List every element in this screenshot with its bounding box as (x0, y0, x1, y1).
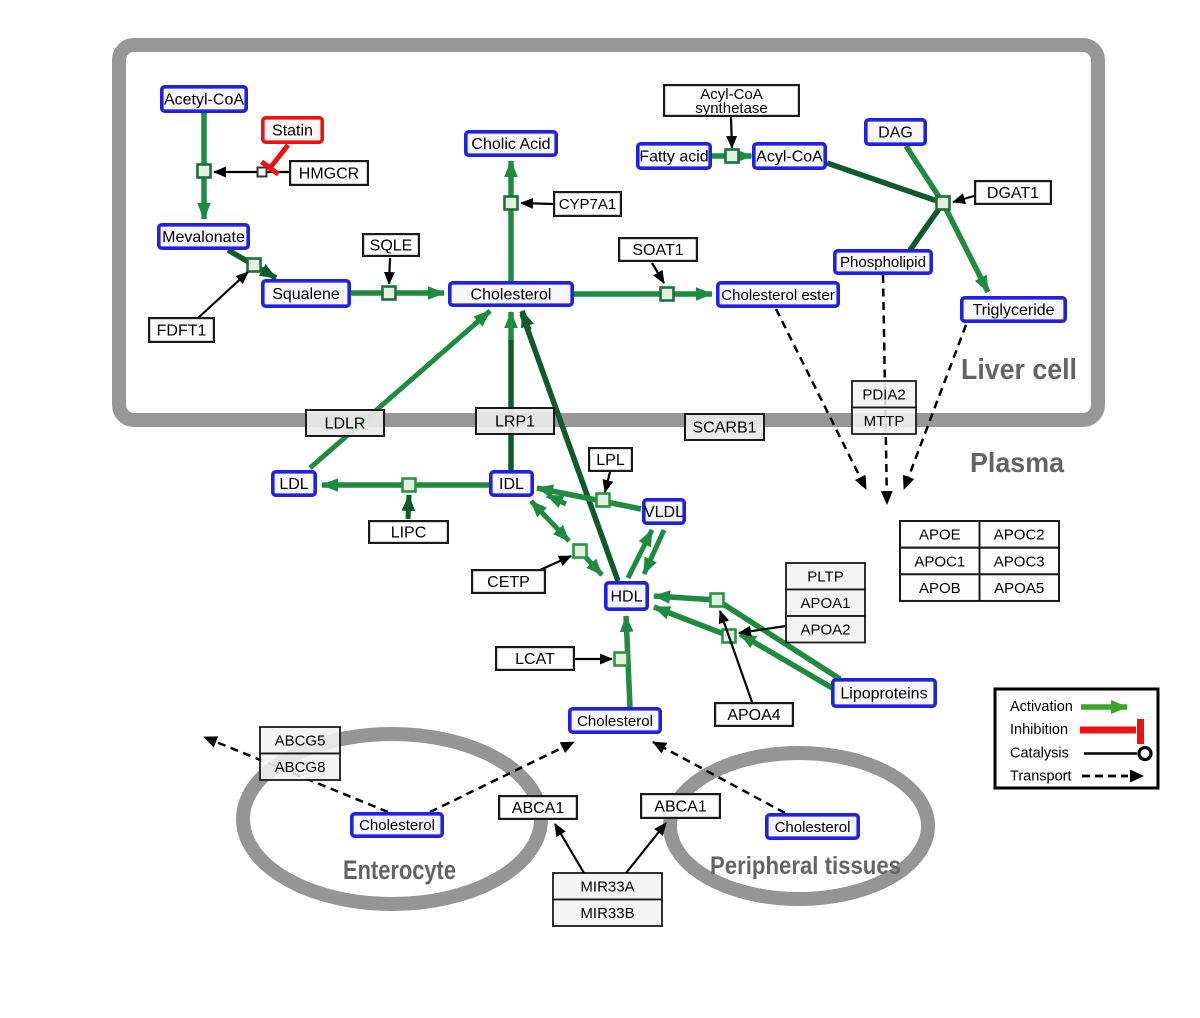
svg-text:PDIA2: PDIA2 (862, 387, 905, 404)
svg-text:Lipoproteins: Lipoproteins (840, 686, 927, 703)
svg-text:ABCG8: ABCG8 (275, 759, 326, 776)
svg-text:Activation: Activation (1010, 699, 1073, 715)
svg-text:DAG: DAG (878, 125, 913, 142)
svg-text:APOA2: APOA2 (800, 622, 850, 639)
svg-text:Peripheral tissues: Peripheral tissues (710, 852, 901, 880)
svg-text:APOC1: APOC1 (914, 553, 965, 570)
svg-text:Mevalonate: Mevalonate (162, 229, 245, 246)
svg-text:Fatty acid: Fatty acid (639, 149, 708, 166)
svg-text:APOE: APOE (919, 527, 961, 544)
svg-text:SOAT1: SOAT1 (632, 242, 683, 259)
svg-text:Plasma: Plasma (970, 447, 1065, 478)
svg-text:LIPC: LIPC (391, 525, 427, 542)
svg-text:Cholesterol ester: Cholesterol ester (721, 287, 834, 304)
svg-text:LDL: LDL (279, 476, 308, 493)
svg-text:CETP: CETP (487, 574, 530, 591)
svg-text:HMGCR: HMGCR (299, 166, 359, 183)
svg-text:synthetase: synthetase (695, 100, 768, 117)
svg-text:Acyl-CoA: Acyl-CoA (700, 86, 763, 103)
svg-text:FDFT1: FDFT1 (157, 323, 207, 340)
svg-text:SQLE: SQLE (370, 238, 413, 255)
svg-text:APOA1: APOA1 (800, 595, 850, 612)
svg-text:LDLR: LDLR (325, 416, 366, 433)
svg-text:HDL: HDL (610, 589, 642, 606)
svg-text:Acetyl-CoA: Acetyl-CoA (164, 92, 244, 109)
svg-text:PLTP: PLTP (807, 569, 843, 586)
svg-text:Transport: Transport (1010, 769, 1072, 785)
svg-text:LRP1: LRP1 (495, 414, 535, 431)
svg-text:VLDL: VLDL (644, 504, 684, 521)
svg-text:Cholesterol: Cholesterol (775, 819, 851, 836)
svg-text:LCAT: LCAT (515, 651, 555, 668)
svg-text:ABCA1: ABCA1 (654, 799, 707, 816)
svg-text:IDL: IDL (499, 476, 524, 493)
svg-text:LPL: LPL (596, 452, 625, 469)
svg-text:ABCA1: ABCA1 (512, 800, 565, 817)
svg-text:APOA5: APOA5 (994, 580, 1044, 597)
svg-text:Statin: Statin (272, 123, 313, 140)
svg-text:APOA4: APOA4 (727, 707, 780, 724)
svg-text:Cholesterol: Cholesterol (359, 817, 435, 834)
svg-text:ABCG5: ABCG5 (275, 733, 326, 750)
svg-text:Cholesterol: Cholesterol (471, 287, 552, 304)
svg-text:DGAT1: DGAT1 (987, 185, 1039, 202)
svg-text:Phospholipid: Phospholipid (840, 254, 926, 271)
svg-text:Cholic Acid: Cholic Acid (471, 136, 550, 153)
svg-text:APOC2: APOC2 (994, 527, 1045, 544)
svg-text:MIR33A: MIR33A (580, 879, 634, 896)
svg-text:Squalene: Squalene (272, 286, 340, 303)
svg-text:APOC3: APOC3 (994, 553, 1045, 570)
svg-text:Enterocyte: Enterocyte (343, 855, 456, 885)
svg-text:Acyl-CoA: Acyl-CoA (756, 149, 823, 166)
svg-text:Inhibition: Inhibition (1010, 722, 1068, 738)
svg-text:APOB: APOB (919, 580, 961, 597)
svg-text:Catalysis: Catalysis (1010, 746, 1069, 762)
svg-text:CYP7A1: CYP7A1 (559, 196, 617, 213)
svg-text:MTTP: MTTP (864, 413, 905, 430)
svg-text:MIR33B: MIR33B (580, 905, 634, 922)
svg-text:Liver cell: Liver cell (961, 354, 1077, 386)
svg-text:Cholesterol: Cholesterol (577, 713, 653, 730)
svg-text:SCARB1: SCARB1 (692, 420, 756, 437)
svg-text:Triglyceride: Triglyceride (972, 302, 1054, 319)
